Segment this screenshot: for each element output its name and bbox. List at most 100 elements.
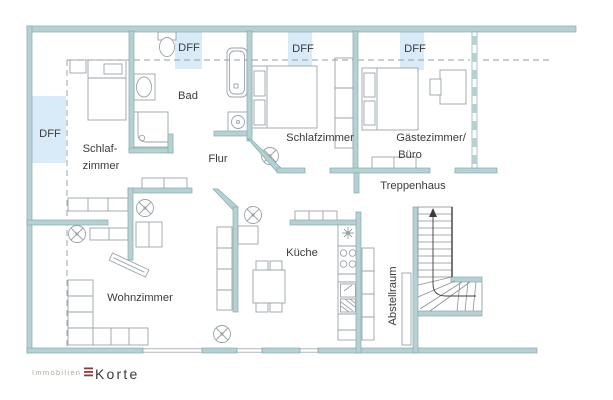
furniture-flur <box>141 177 338 222</box>
room-label-flur: Flur <box>208 153 228 165</box>
fan-icon <box>213 325 231 343</box>
furniture-bad <box>132 31 249 148</box>
wall-flur-vertical <box>127 187 134 261</box>
fan-icons <box>68 147 279 343</box>
wall-schlafzimmer2-east <box>352 30 359 174</box>
wall-kueche-west <box>232 206 239 313</box>
dff-patch <box>175 28 202 69</box>
dresser <box>67 197 129 212</box>
room-label-abstellraum: Abstellraum <box>387 266 399 325</box>
windows <box>142 348 319 353</box>
sideboard <box>141 177 188 190</box>
outer-wall-bottom <box>26 347 144 354</box>
room-label-wohnzimmer: Wohnzimmer <box>107 292 173 304</box>
chair <box>255 260 269 271</box>
logo-bars-icon <box>84 371 93 373</box>
wall-stub <box>167 133 174 154</box>
kitchen-counter <box>337 221 359 341</box>
sink-icon <box>133 73 156 101</box>
chimney-niche <box>237 225 259 245</box>
stair-direction-arrow <box>429 208 437 217</box>
pillow <box>253 99 266 126</box>
pillow <box>363 72 376 98</box>
wall-schlafzimmer2-south <box>276 167 306 174</box>
wall-washer-nook <box>213 130 253 137</box>
logo-bars-icon <box>84 367 93 370</box>
room-label-treppenhaus: Treppenhaus <box>380 180 446 192</box>
dff-label: DFF <box>404 43 426 55</box>
wall-stair-bar <box>417 310 483 317</box>
nightstand <box>69 59 87 74</box>
logo: Immobilien Korte <box>32 366 139 382</box>
outer-wall-top <box>26 25 577 33</box>
outer-wall-bottom <box>317 347 538 354</box>
washing-machine-icon <box>227 111 249 133</box>
wall-abstellraum-west-upper <box>353 172 360 194</box>
furniture-wohnzimmer <box>67 221 233 346</box>
stair-walk-line <box>432 215 476 297</box>
fan-icon <box>244 206 262 224</box>
room-label-kueche: Küche <box>286 247 318 259</box>
wall-gaestezimmer-south <box>329 167 431 174</box>
walls <box>26 25 577 354</box>
dff-label: DFF <box>39 128 61 140</box>
room-label-gaestezimmer: Büro <box>398 149 422 161</box>
furniture-schlafzimmer-1 <box>67 59 129 212</box>
wall-flur <box>127 187 193 194</box>
window <box>299 348 319 353</box>
hatched-wall <box>471 31 478 169</box>
fan-icon <box>136 199 154 217</box>
dff-label: DFF <box>178 42 200 54</box>
shower-icon <box>132 111 169 148</box>
chair <box>269 302 283 313</box>
shelf <box>401 272 412 346</box>
furniture-kueche <box>252 221 359 341</box>
room-label-schlafzimmer-2: Schlafzimmer <box>286 132 354 144</box>
room-label-schlafzimmer-1: Schlaf- <box>83 143 118 155</box>
pillow <box>253 70 266 97</box>
room-label-bad: Bad <box>178 90 198 102</box>
wall-abstellraum-west-lower <box>355 211 362 354</box>
wall-stub-right <box>454 167 498 174</box>
chair <box>429 78 442 96</box>
window <box>142 348 203 353</box>
dff-highlight-patches <box>29 28 424 163</box>
pillow <box>103 63 123 75</box>
logo-name: Korte <box>95 366 139 382</box>
furniture-abstellraum <box>361 247 412 346</box>
logo-bars-icon <box>84 374 93 377</box>
dff-patch <box>400 30 424 70</box>
dining-table <box>252 269 286 304</box>
toilet-icon <box>157 31 177 57</box>
shelf-unit <box>216 226 233 311</box>
window <box>236 348 263 353</box>
pillow <box>363 100 376 126</box>
room-label-schlafzimmer-1: zimmer <box>83 160 120 172</box>
knee-wall-dashed-line <box>66 59 552 348</box>
chair <box>255 302 269 313</box>
corner-sofa <box>67 279 149 346</box>
furniture-gaestezimmer <box>361 67 467 172</box>
dff-patch <box>29 96 66 163</box>
wall-stair-west <box>412 206 419 354</box>
staircase <box>417 206 483 312</box>
outer-wall-left <box>26 25 33 354</box>
bathtub-icon <box>226 47 248 98</box>
room-labels: DFF DFF DFF DFF Schlaf- zimmer Bad Flur … <box>39 42 467 326</box>
tv-board <box>108 252 150 278</box>
lamp-icon <box>342 227 354 239</box>
sideboard <box>294 210 338 222</box>
wall-stair-bar <box>450 276 483 283</box>
kitchen-sink-icon <box>340 283 356 313</box>
furniture-schlafzimmer-2 <box>251 57 354 149</box>
wall-bad-east <box>246 30 253 142</box>
logo-prefix: Immobilien <box>32 368 81 377</box>
dff-patch <box>288 30 312 70</box>
outer-wall-bottom <box>261 347 301 354</box>
wall-schlafzimmer1-south <box>26 219 109 226</box>
wall-bad-south <box>128 147 174 154</box>
desk <box>439 69 467 105</box>
outer-wall-bottom <box>201 347 238 354</box>
